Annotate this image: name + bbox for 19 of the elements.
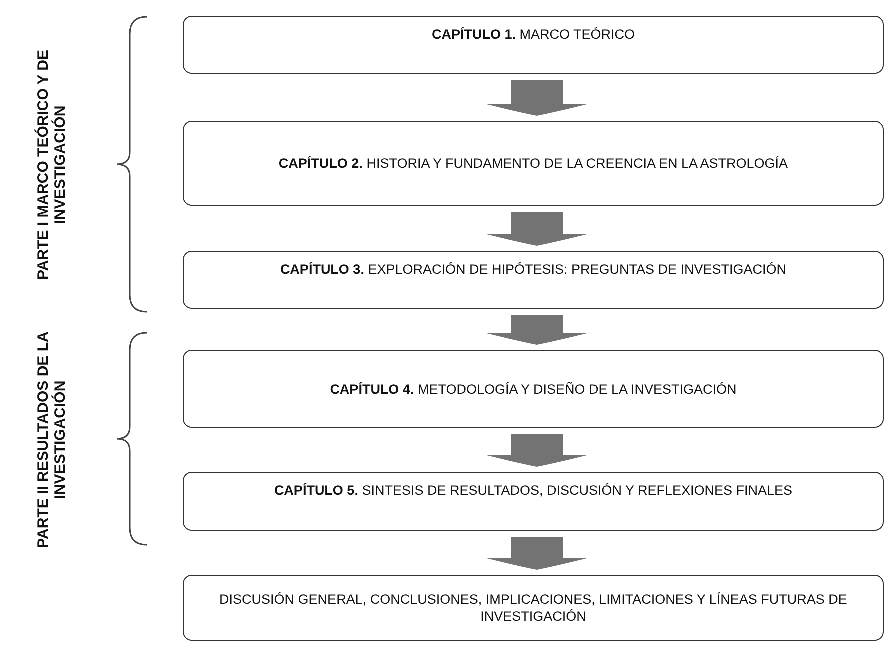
block-arrow — [485, 537, 589, 570]
part-label: PARTE II RESULTADOS DE LA INVESTIGACIÓN — [35, 330, 69, 550]
chapter-box — [183, 472, 884, 531]
block-arrow — [485, 80, 589, 116]
box-text: CAPÍTULO 1. MARCO TEÓRICO — [432, 26, 636, 43]
block-arrow — [485, 434, 589, 467]
box-text: CAPÍTULO 5. SINTESIS DE RESULTADOS, DISCUSIÓN Y REFLEXIONES FINALES — [274, 482, 793, 499]
chapter-box — [183, 121, 884, 206]
box-text: CAPÍTULO 4. METODOLOGÍA Y DISEÑO DE LA INVESTIGACIÓN — [330, 380, 737, 398]
chapter-box — [183, 16, 884, 74]
box-text: DISCUSIÓN GENERAL, CONCLUSIONES, IMPLICACIONES, LIMITACIONES Y LÍNEAS FUTURAS DE INVESTIGACIÓN — [218, 591, 848, 625]
block-arrow — [485, 212, 589, 246]
block-arrow — [485, 315, 589, 345]
box-text: CAPÍTULO 3. EXPLORACIÓN DE HIPÓTESIS: PREGUNTAS DE INVESTIGACIÓN — [280, 261, 787, 278]
box-text: CAPÍTULO 2. HISTORIA Y FUNDAMENTO DE LA CREENCIA EN LA ASTROLOGÍA — [278, 155, 788, 172]
chapter-box — [183, 251, 884, 309]
chapter-box — [183, 575, 884, 641]
part-label: PARTE I MARCO TEÓRICO Y DE INVESTIGACIÓN — [35, 48, 69, 282]
chapter-box — [183, 350, 884, 428]
